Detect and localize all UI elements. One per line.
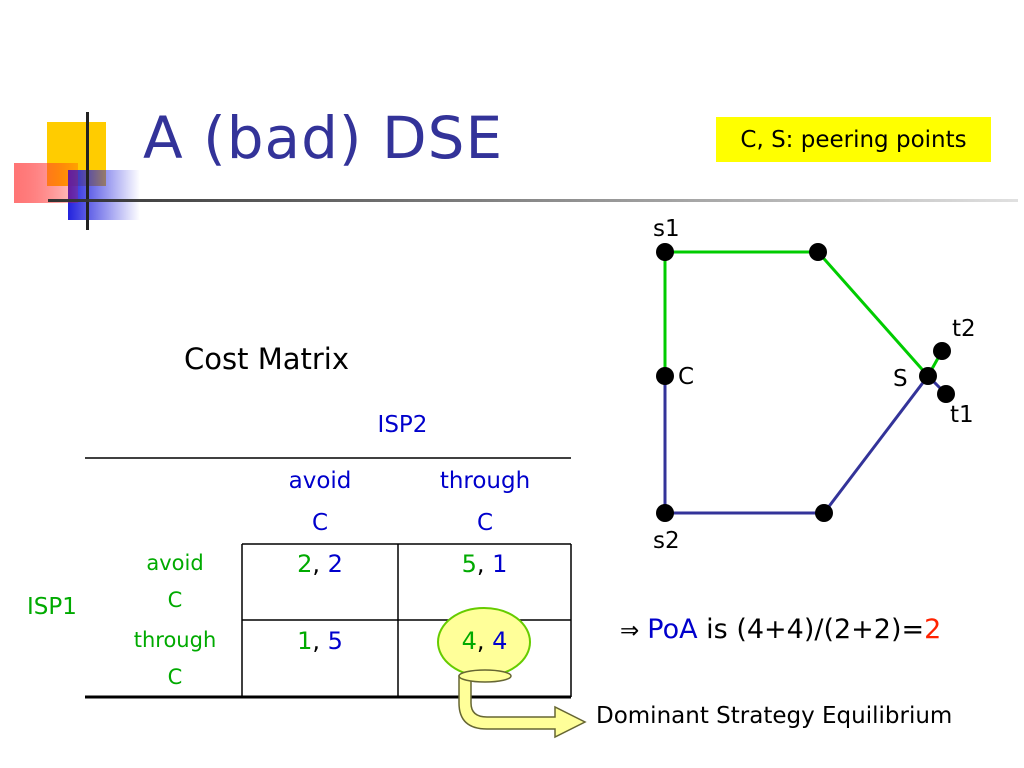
vertical-rule: [86, 112, 89, 230]
node-s2: [656, 504, 674, 522]
node-label-c: C: [678, 364, 695, 390]
row-player-label: ISP1: [27, 594, 77, 620]
dse-label: Dominant Strategy Equilibrium: [596, 703, 953, 729]
col-header-through: through C: [405, 460, 565, 544]
node-c: [656, 367, 674, 385]
cost-matrix-title: Cost Matrix: [184, 342, 349, 376]
blue-square: [68, 170, 140, 220]
peering-note: C, S: peering points: [716, 117, 991, 162]
isp1-cost: 4: [461, 627, 477, 655]
node-t2: [933, 342, 951, 360]
isp2-cost: 5: [327, 627, 343, 655]
row-header-line: C: [167, 665, 183, 689]
col-header-line: C: [311, 510, 329, 536]
implies-arrow: ⇒: [620, 618, 640, 644]
node-label-s2: s2: [653, 528, 680, 554]
edge: [816, 251, 930, 377]
poa-statement: ⇒ PoA is (4+4)/(2+2)=2: [620, 614, 941, 645]
isp2-cost: 1: [492, 550, 508, 578]
path-2-edges: [663, 374, 948, 515]
path-1-edges: [663, 250, 944, 377]
cost-separator: ,: [312, 550, 328, 578]
col-header-avoid: avoid C: [250, 460, 390, 544]
cell-avoid-through: 5, 1: [398, 550, 571, 578]
node-label-s1: s1: [653, 216, 680, 242]
isp1-cost: 5: [461, 550, 477, 578]
slide-title: A (bad) DSE: [143, 104, 504, 172]
node-s: [919, 367, 937, 385]
isp2-cost: 2: [327, 550, 343, 578]
poa-result: 2: [924, 614, 942, 645]
node-bottom-right: [815, 504, 833, 522]
node-label-s: S: [893, 366, 908, 392]
row-header-avoid: avoid C: [110, 545, 240, 619]
node-label-t1: t1: [950, 402, 974, 428]
cost-separator: ,: [312, 627, 328, 655]
row-header-line: avoid: [146, 551, 204, 575]
isp2-cost: 4: [492, 627, 508, 655]
dse-arrow: [458, 675, 587, 739]
title-underline: [48, 199, 1018, 202]
node-t1: [937, 385, 955, 403]
col-header-line: C: [476, 510, 494, 536]
poa-keyword: PoA: [647, 614, 698, 645]
node-s1: [656, 243, 674, 261]
node-top-right: [809, 243, 827, 261]
cell-through-through: 4, 4: [398, 627, 571, 655]
col-player-label: ISP2: [377, 412, 428, 438]
poa-expression: is (4+4)/(2+2)=: [697, 614, 925, 645]
cell-through-avoid: 1, 5: [242, 627, 398, 655]
dse-arrow-tail: [458, 669, 512, 683]
graph-nodes: [656, 243, 955, 522]
row-header-line: C: [167, 588, 183, 612]
cell-avoid-avoid: 2, 2: [242, 550, 398, 578]
isp1-cost: 1: [297, 627, 313, 655]
edge: [822, 375, 930, 514]
cost-separator: ,: [476, 627, 493, 655]
isp1-cost: 2: [297, 550, 313, 578]
row-header-line: through: [133, 628, 217, 652]
cost-separator: ,: [476, 550, 493, 578]
col-header-line: through: [439, 468, 531, 494]
col-header-line: avoid: [288, 468, 352, 494]
red-square: [14, 163, 78, 203]
row-header-through: through C: [110, 622, 240, 696]
node-label-t2: t2: [952, 316, 976, 342]
